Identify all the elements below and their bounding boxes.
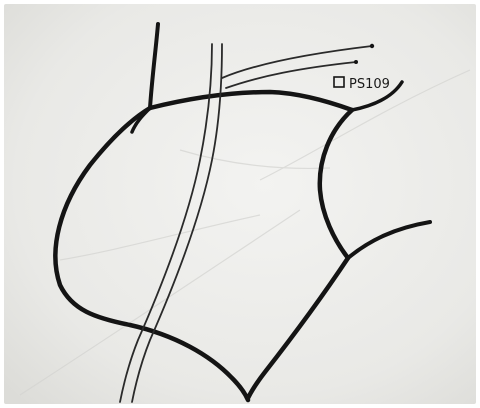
lead-tip-upper xyxy=(370,44,374,48)
lead-tip-lower xyxy=(354,60,358,64)
annotation-label: PS109 xyxy=(349,77,390,92)
paper-background xyxy=(4,4,476,404)
